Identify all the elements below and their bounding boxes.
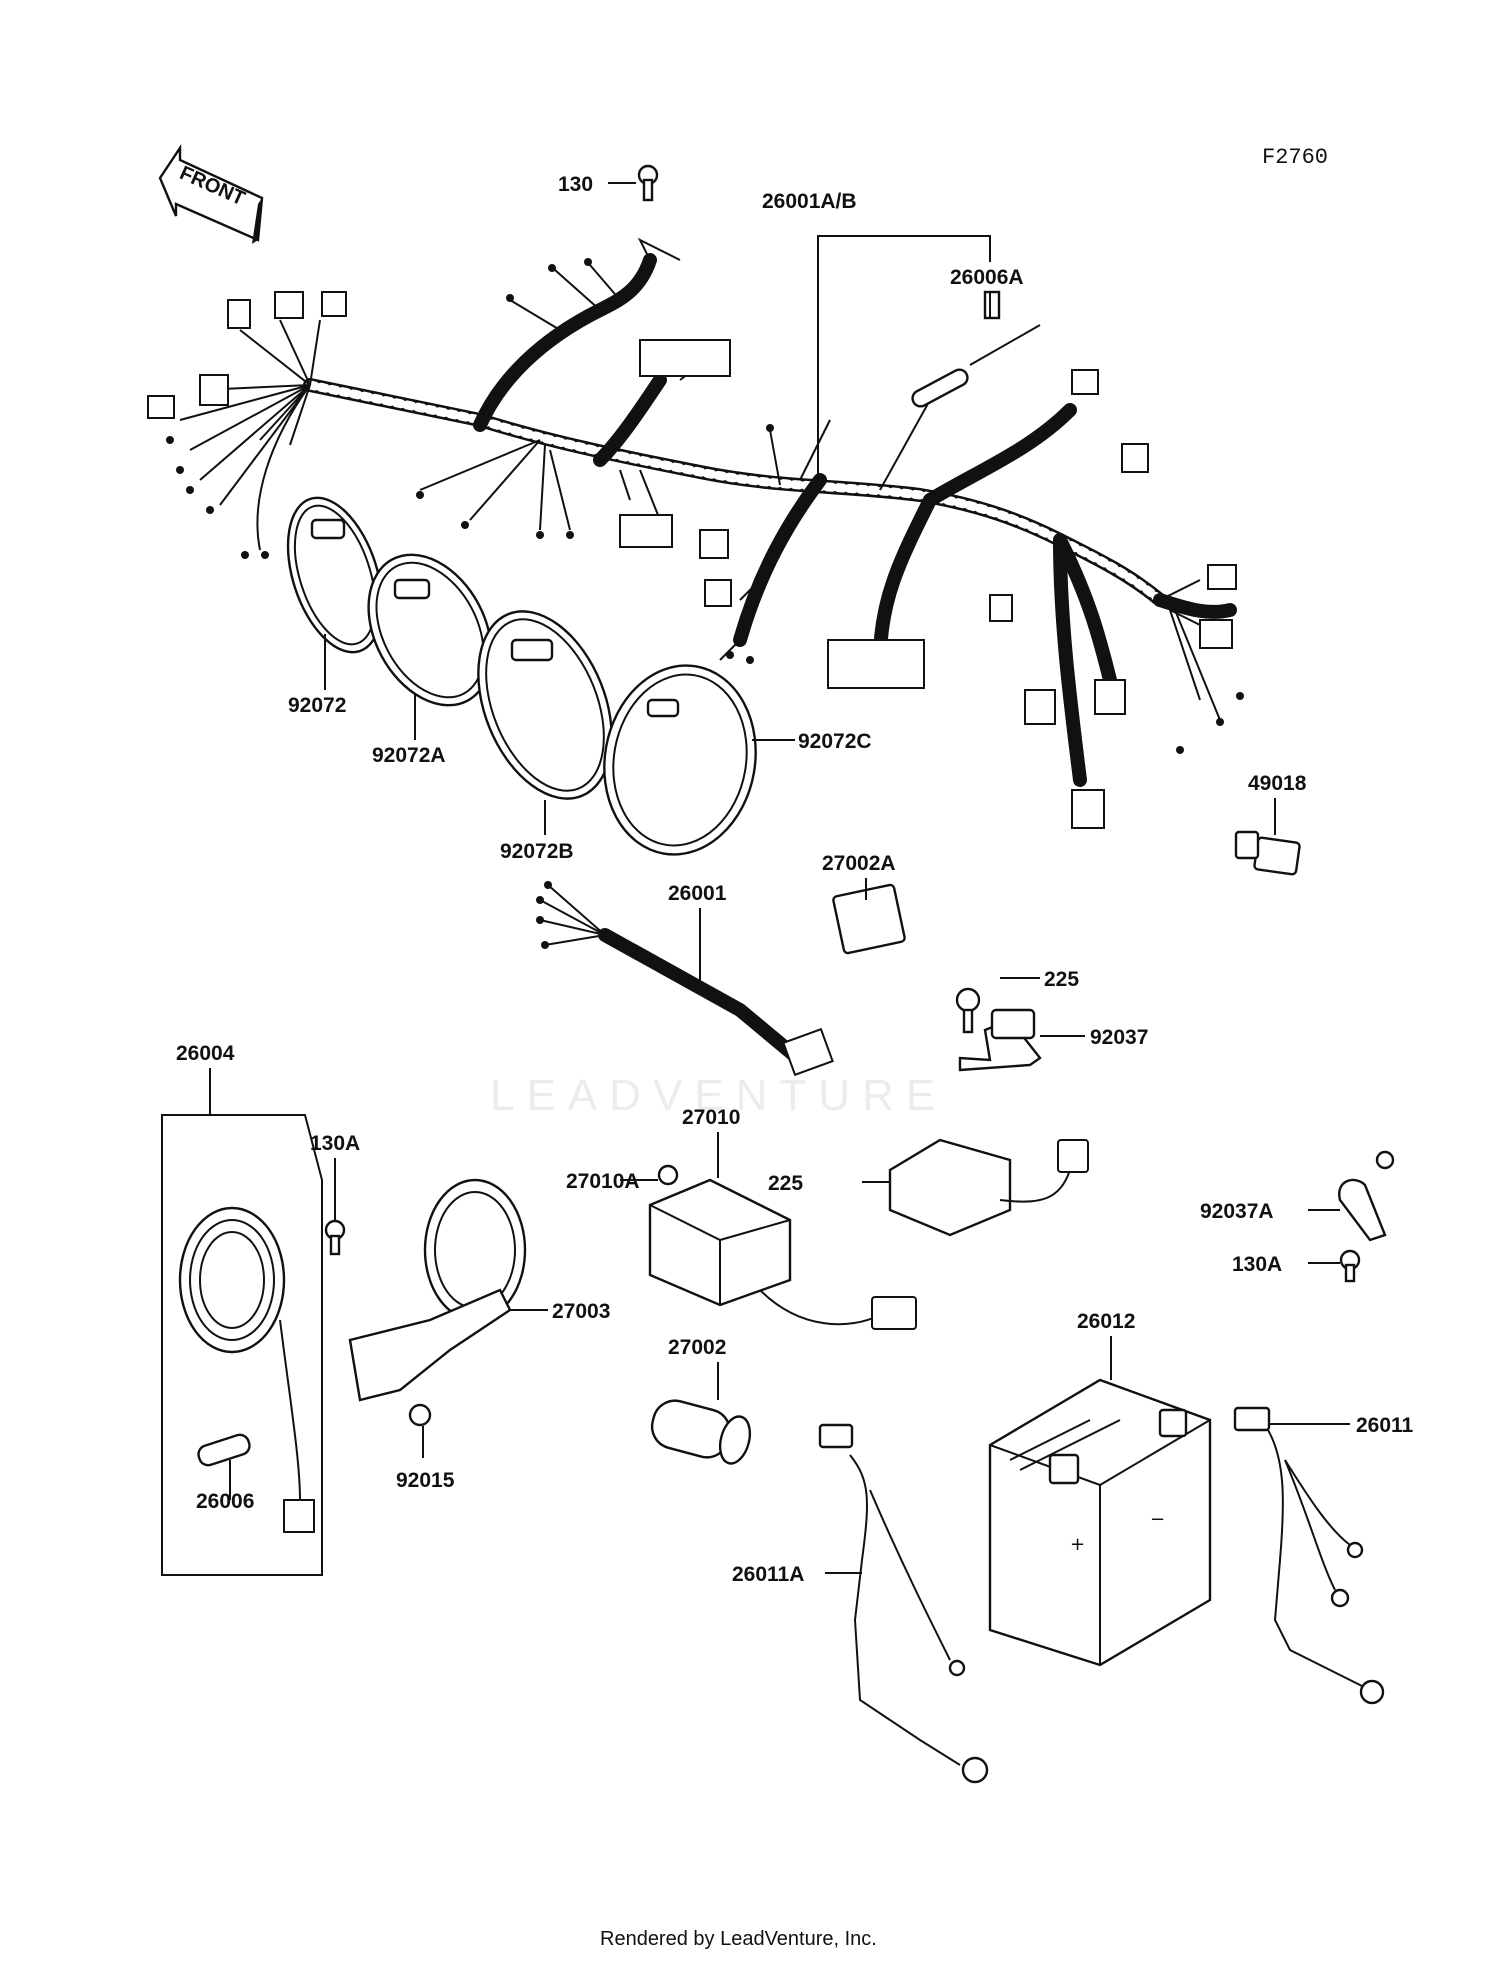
callout-27010A: 225 [768,1172,803,1195]
horn-left [178,1206,286,1354]
callout-49018: 49018 [1248,772,1307,795]
callout-26006A: 26006A [950,266,1024,289]
connector [1071,369,1099,395]
figure-code: F2760 [1262,145,1328,170]
horn-right [423,1178,527,1322]
callout-26011: 26011 [1356,1414,1414,1437]
connector [321,291,347,317]
horn-bracket [348,1288,512,1402]
callout-130A: 130A [310,1132,360,1155]
connector [989,594,1013,622]
callout-26006: 26006 [196,1490,254,1513]
connector [699,529,729,559]
module-27010A [888,1138,1089,1237]
callout-130A-right: 130A [1232,1253,1282,1276]
cable-26011 [1233,1406,1385,1705]
fuse-26006 [197,1433,251,1467]
callout-26011A: 26011A [732,1563,804,1586]
connector [147,395,175,419]
callout-92037A: 92037A [1200,1200,1274,1223]
callout-26004: 26004 [176,1042,235,1065]
connector [1207,564,1237,590]
credit-text: Rendered by LeadVenture, Inc. [600,1928,877,1950]
connector [199,374,229,406]
connector [639,339,731,377]
relay-27002 [650,1399,752,1465]
leader-lines [209,182,1350,1574]
connector [619,514,673,548]
band-92072 [286,496,384,654]
cable-26011A [818,1423,989,1784]
connector [1024,689,1056,725]
callout-26001: 26001 [668,882,727,905]
horn-group-26004 [161,1114,527,1576]
connector [704,579,732,607]
clamp-92037 [958,1008,1042,1072]
callout-225: 225 [1044,968,1079,991]
connector [1094,679,1126,715]
connector [227,299,251,329]
connector [827,639,925,689]
watermark-text: LEADVENTURE [490,1071,947,1120]
callout-27010: 27010 [682,1106,740,1129]
band-92072C [603,664,757,856]
front-arrow-icon: FRONT [158,144,264,244]
callout-92072A: 92072A [372,744,446,767]
svg-text:−: − [1150,1509,1165,1530]
main-wiring-harness [147,237,1244,829]
callout-27003: 27003 [552,1300,610,1323]
callout-225-lower: 27010A [566,1170,640,1193]
connector [274,291,304,319]
connector [1071,789,1105,829]
callout-labels: 130 26001A/B 26006A 92072 92072A 92072B … [176,173,1414,1586]
callout-27002: 27002 [668,1336,726,1359]
callout-92072C: 92072C [798,730,872,753]
band-92072B [477,610,613,800]
callout-92037: 92037 [1090,1026,1148,1049]
callout-26012: 26012 [1077,1310,1135,1333]
callout-130: 130 [558,173,593,196]
callout-27002A: 27002A [822,852,896,875]
battery-26012: + − [988,1378,1212,1667]
connector [1121,443,1149,473]
part-49018 [1234,830,1301,876]
relay-27002A [832,883,906,955]
callout-26001A-B: 26001A/B [762,190,857,213]
regulator-27010 [648,1164,917,1330]
band-92072A [367,553,493,707]
bolt-130A-right [1339,1249,1361,1283]
callout-92072: 92072 [288,694,346,717]
sub-harness-26001 [536,881,834,1077]
nut-92015 [408,1403,432,1427]
connector [1199,619,1233,649]
svg-text:+: + [1070,1534,1085,1555]
clamp-92037A [1338,1150,1395,1242]
bolt-130 [637,164,659,202]
callout-92072B: 92072B [500,840,574,863]
callout-92015: 92015 [396,1469,455,1492]
screw-225 [955,987,981,1034]
